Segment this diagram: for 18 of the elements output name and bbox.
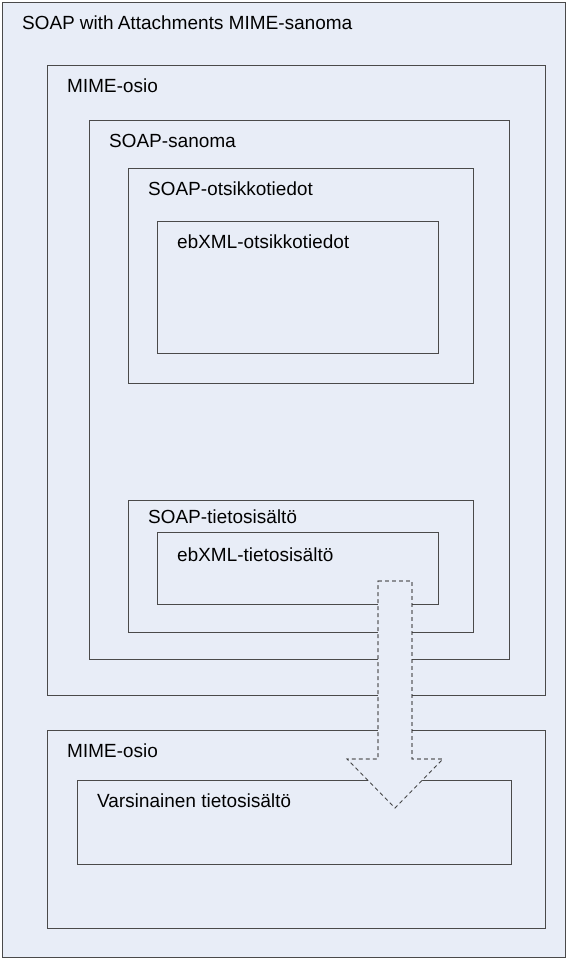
container-box bbox=[47, 730, 546, 929]
box-label: ebXML-otsikkotiedot bbox=[177, 232, 350, 254]
container-box bbox=[77, 780, 512, 865]
box-label: MIME-osio bbox=[67, 76, 158, 98]
box-label: SOAP-tietosisältö bbox=[148, 507, 297, 529]
box-label: SOAP with Attachments MIME-sanoma bbox=[22, 13, 352, 35]
container-box bbox=[157, 221, 439, 354]
container-box bbox=[47, 65, 546, 696]
box-label: SOAP-sanoma bbox=[109, 131, 236, 153]
box-label: MIME-osio bbox=[67, 741, 158, 763]
block-arrow bbox=[346, 580, 444, 809]
container-box bbox=[128, 168, 474, 384]
container-box bbox=[157, 532, 439, 605]
box-label: ebXML-tietosisältö bbox=[177, 545, 334, 567]
container-box bbox=[89, 120, 510, 660]
box-label: Varsinainen tietosisältö bbox=[97, 791, 291, 813]
box-label: SOAP-otsikkotiedot bbox=[148, 179, 313, 201]
container-box bbox=[128, 500, 474, 633]
